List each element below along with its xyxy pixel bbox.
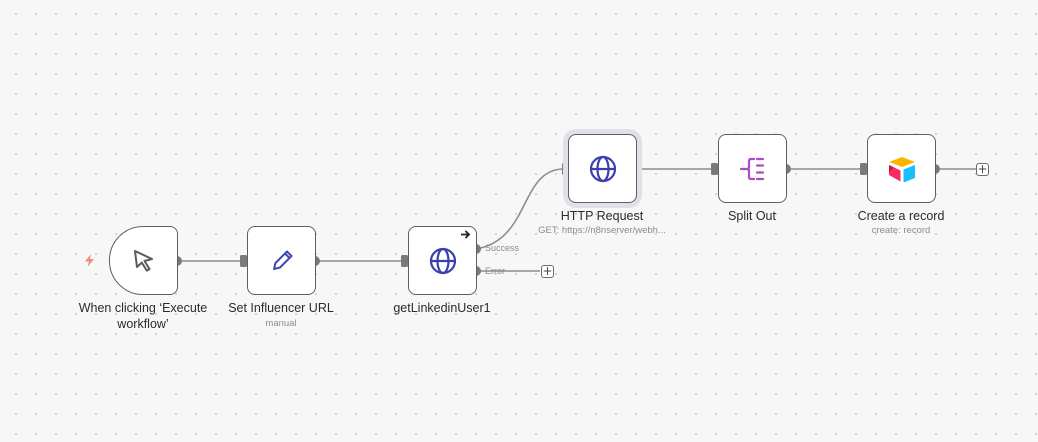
lightning-bolt-icon xyxy=(84,254,95,269)
node-create-record[interactable] xyxy=(867,134,936,203)
node-label-split: Split Out xyxy=(728,209,776,223)
node-set-influencer-url[interactable] xyxy=(247,226,316,295)
node-label-set: Set Influencer URL xyxy=(228,301,334,315)
connection-success-to-http xyxy=(475,168,563,250)
cursor-pointer-icon xyxy=(130,247,158,275)
arrow-right-icon xyxy=(460,229,471,242)
airtable-icon xyxy=(886,154,918,184)
node-subtitle-airtable: create: record xyxy=(871,225,931,236)
node-label-airtable: Create a record xyxy=(857,209,945,223)
branch-label-error: Error xyxy=(485,266,505,276)
input-port-split xyxy=(711,163,718,175)
node-http-request[interactable] xyxy=(568,134,637,203)
node-split-out[interactable] xyxy=(718,134,787,203)
add-node-button-end[interactable]: + xyxy=(976,162,989,176)
node-manual-trigger[interactable] xyxy=(109,226,178,295)
node-label-getlinkedin: getLinkedinUser1 xyxy=(393,301,491,315)
globe-icon xyxy=(428,246,458,276)
input-port-http xyxy=(562,163,569,175)
input-port-getlinkedin xyxy=(401,255,408,267)
node-label-trigger: When clicking ‘Execute workflow’ xyxy=(78,301,208,331)
input-port-set xyxy=(240,255,247,267)
node-label-http: HTTP Request xyxy=(560,209,644,223)
globe-icon xyxy=(588,154,618,184)
node-subtitle-http: GET: https://n8nserver/webh... xyxy=(538,225,666,236)
node-subtitle-set: manual xyxy=(265,318,297,329)
pencil-icon xyxy=(268,247,296,275)
split-out-icon xyxy=(738,154,768,184)
add-node-button-error[interactable]: + xyxy=(541,264,554,278)
input-port-airtable xyxy=(860,163,867,175)
branch-label-success: Success xyxy=(485,243,520,253)
